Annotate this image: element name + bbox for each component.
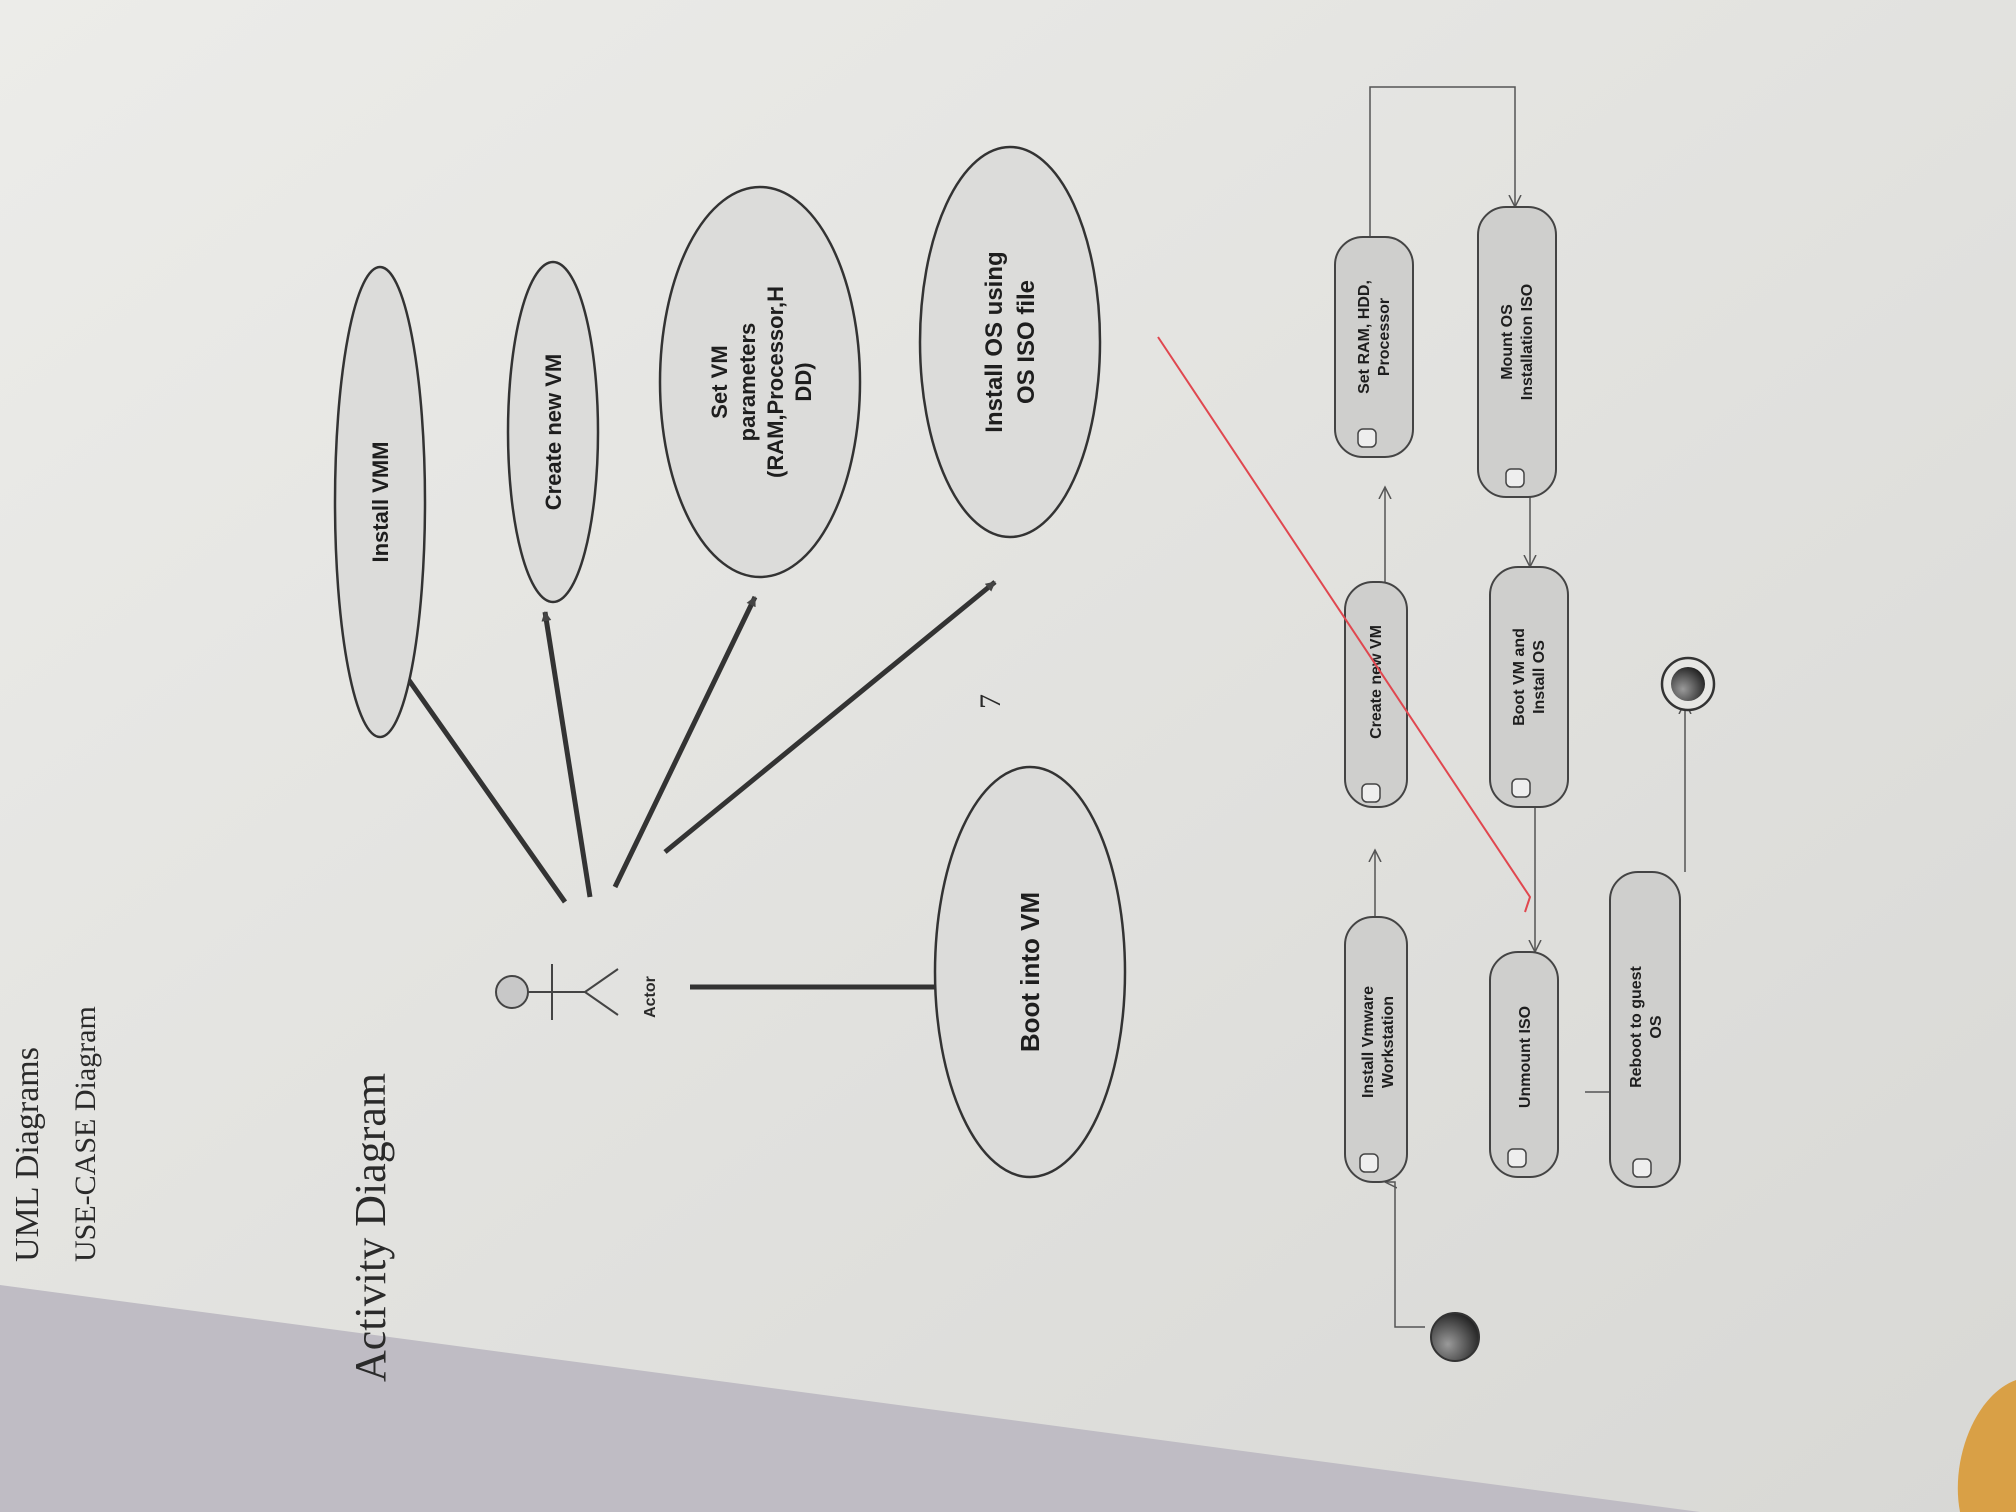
- activity-label: Installation ISO: [1519, 284, 1536, 400]
- activity-node-install-vmware: [1344, 916, 1408, 1183]
- use-case-label: OS ISO file: [1013, 280, 1040, 404]
- use-case-label: DD): [791, 362, 816, 401]
- activity-node-icons: [1357, 428, 1652, 1178]
- activity-node-mount-iso: [1477, 206, 1557, 498]
- use-case-label: Set VM: [707, 345, 732, 418]
- use-case-install-os: [918, 145, 1102, 539]
- activity-heading: Activity Diagram: [346, 1073, 395, 1382]
- actor-head: [495, 975, 529, 1009]
- use-case-create-new-vm: [506, 260, 600, 604]
- actor-figure: [495, 964, 619, 1020]
- final-node: [1660, 656, 1716, 712]
- activity-label: Install OS: [1531, 640, 1548, 714]
- use-case-label: Boot into VM: [1015, 892, 1045, 1052]
- activity-nodes: [1334, 206, 1681, 1188]
- activity-label: Set RAM, HDD,: [1356, 280, 1373, 394]
- rotated-page-content: UML Diagrams USE-CASE Diagram Activity D…: [9, 86, 1716, 1382]
- use-case-diagram: Actor Install VMM Create new VM Set: [333, 145, 1127, 1179]
- use-case-ellipses: [333, 145, 1127, 1179]
- activity-node-reboot: [1609, 871, 1681, 1188]
- use-case-heading: USE-CASE Diagram: [69, 1006, 102, 1262]
- page-number: 7: [974, 694, 1007, 709]
- use-case-boot-into-vm: [933, 765, 1127, 1179]
- activity-node-boot-vm: [1489, 566, 1569, 808]
- activity-diagram: Install Vmware Workstation Create new VM…: [1334, 86, 1716, 1362]
- initial-node: [1430, 1312, 1480, 1362]
- use-case-label: Install OS using: [981, 251, 1008, 432]
- use-case-label: Create new VM: [541, 354, 566, 511]
- activity-label: OS: [1648, 1015, 1665, 1038]
- use-case-label: Install VMM: [368, 441, 393, 562]
- use-case-set-vm-parameters: [658, 185, 862, 579]
- activity-node-create-new-vm: [1344, 581, 1408, 808]
- activity-label: Unmount ISO: [1517, 1006, 1534, 1108]
- use-case-install-vmm: [333, 265, 427, 739]
- use-case-label: (RAM,Processor,H: [763, 286, 788, 478]
- use-case-labels: Install VMM Create new VM Set VM paramet…: [368, 251, 1045, 1052]
- activity-label: Install Vmware: [1360, 986, 1377, 1098]
- actor-label: Actor: [642, 976, 659, 1018]
- activity-node-set-ram: [1334, 236, 1414, 458]
- activity-label: Create new VM: [1368, 625, 1385, 739]
- use-case-label: parameters: [735, 323, 760, 442]
- red-pen-mark: [1157, 336, 1532, 913]
- activity-label: Boot VM and: [1511, 628, 1528, 726]
- activity-node-unmount-iso: [1489, 951, 1559, 1178]
- page-heading: UML Diagrams: [9, 1047, 46, 1262]
- activity-label: Processor: [1376, 298, 1393, 376]
- activity-label: Reboot to guest: [1628, 965, 1645, 1087]
- activity-node-labels: Install Vmware Workstation Create new VM…: [1356, 280, 1665, 1108]
- activity-label: Mount OS: [1499, 304, 1516, 380]
- finger-shadow: [1957, 1380, 2016, 1512]
- activity-label: Workstation: [1380, 996, 1397, 1088]
